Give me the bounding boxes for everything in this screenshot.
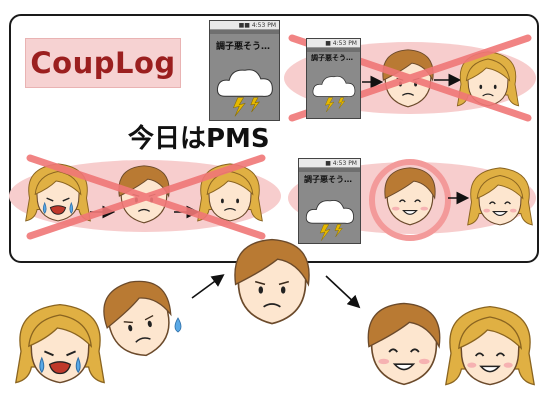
storm-cloud-icon (216, 69, 273, 117)
logo-text: CoupLog (30, 46, 176, 80)
girl-smile-face (467, 167, 533, 226)
title-bar (210, 30, 279, 34)
title-bar (299, 168, 360, 172)
phone-message: 調子悪そう… (304, 175, 352, 184)
boy-sad-face (234, 238, 310, 325)
right-arrow-icon (191, 274, 225, 299)
status-bar: ■ 4:53 PM (299, 159, 360, 168)
right-arrow-icon (325, 275, 361, 309)
phone-message: 調子悪そう… (216, 42, 271, 52)
girl-crying-face (14, 303, 106, 384)
phone-screen-bottom-right: ■ 4:53 PM 調子悪そう… (298, 158, 361, 244)
circle-highlight-icon (369, 159, 451, 241)
boy-worried-face (97, 274, 180, 363)
girl-smile-face (444, 305, 536, 386)
status-bar: ■ 4:53 PM (307, 39, 360, 48)
title-bar (307, 48, 360, 52)
sweat-drop-icon (174, 317, 182, 333)
storm-cloud-icon (312, 75, 356, 113)
x-mark-icon (26, 154, 266, 240)
status-bar: ■■ 4:53 PM (210, 21, 279, 30)
app-logo: CoupLog (25, 38, 181, 88)
phone-message: 調子悪そう… (311, 54, 353, 62)
caption-pms: 今日はPMS (128, 124, 270, 154)
storm-cloud-icon (305, 199, 354, 241)
boy-smile-face (367, 302, 441, 386)
phone-screen-top-right: ■ 4:53 PM 調子悪そう… (306, 38, 361, 119)
phone-screen-large: ■■ 4:53 PM 調子悪そう… (209, 20, 280, 121)
